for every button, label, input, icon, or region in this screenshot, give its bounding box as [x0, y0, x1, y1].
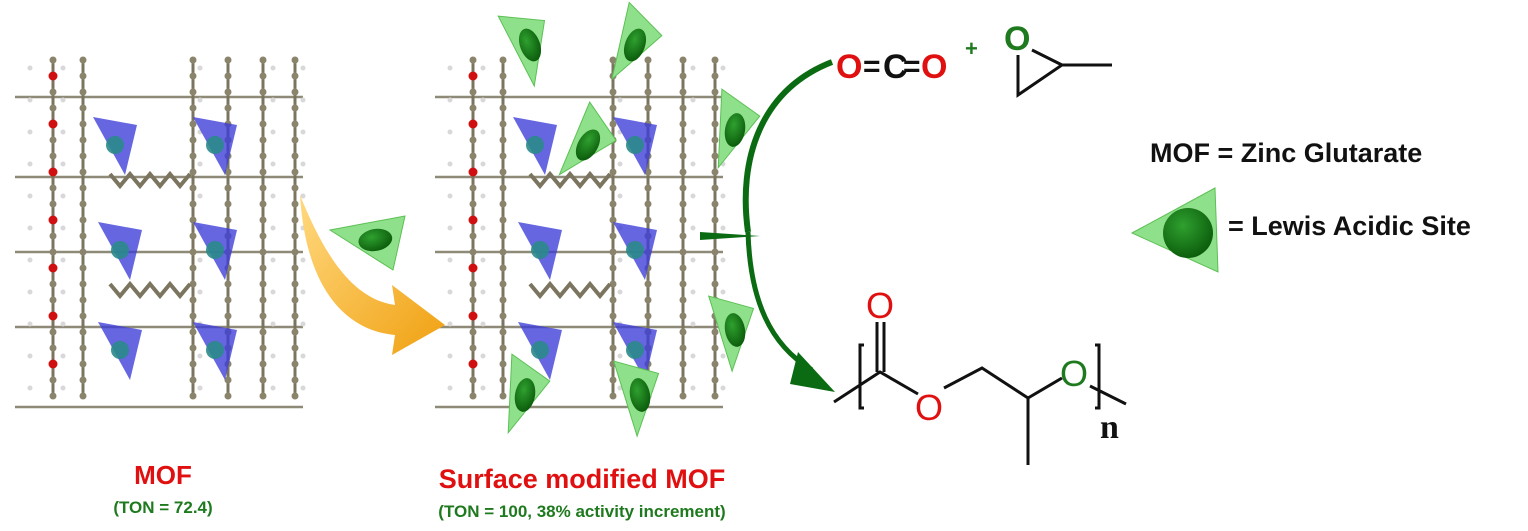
surface-modified-ton-label: (TON = 100, 38% activity increment) — [438, 502, 726, 521]
lewis-acidic-site-icon — [328, 215, 406, 271]
surface-site-icon — [612, 360, 660, 438]
epoxide-oxygen: O — [1004, 20, 1030, 58]
surface-site-icon — [611, 1, 663, 81]
legend-site-icon — [1130, 187, 1219, 273]
legend-mof-definition: MOF = Zinc Glutarate — [1150, 138, 1423, 168]
plus-sign: + — [965, 36, 978, 61]
co2-double-bond-left: = — [863, 50, 881, 83]
mof-label: MOF — [134, 460, 192, 490]
ether-oxygen: O — [1060, 353, 1088, 394]
co2-double-bond-right: = — [903, 50, 921, 83]
ester-oxygen: O — [915, 387, 943, 428]
surface-site-icon — [717, 88, 761, 170]
surface-modified-mof-label: Surface modified MOF — [438, 464, 726, 494]
modification-arrow — [300, 195, 445, 355]
mof-structure-surface-modified — [435, 1, 761, 438]
co2-molecule: O = C = O — [836, 48, 947, 86]
mof-structure-left — [15, 56, 306, 409]
carbonyl-oxygen: O — [866, 285, 894, 326]
co2-oxygen-right: O — [921, 48, 947, 86]
surface-site-icon — [507, 353, 551, 435]
polymer-arrow-head — [790, 352, 835, 392]
propylene-oxide: O — [1004, 20, 1112, 98]
co2-oxygen-left: O — [836, 48, 862, 86]
surface-site-icon — [497, 15, 546, 88]
repeat-index-n: n — [1100, 409, 1119, 446]
mof-ton-label: (TON = 72.4) — [113, 498, 213, 517]
polymer-outflow-arrow — [745, 231, 814, 373]
polycarbonate: O O O n — [833, 285, 1127, 465]
green-arrow-shard — [700, 232, 760, 240]
co2-inflow-arrow — [742, 59, 834, 233]
surface-site-icon — [707, 295, 755, 373]
legend-site-definition: = Lewis Acidic Site — [1228, 211, 1471, 241]
co2-carbon: C — [883, 48, 908, 86]
surface-site-icon — [558, 101, 617, 176]
